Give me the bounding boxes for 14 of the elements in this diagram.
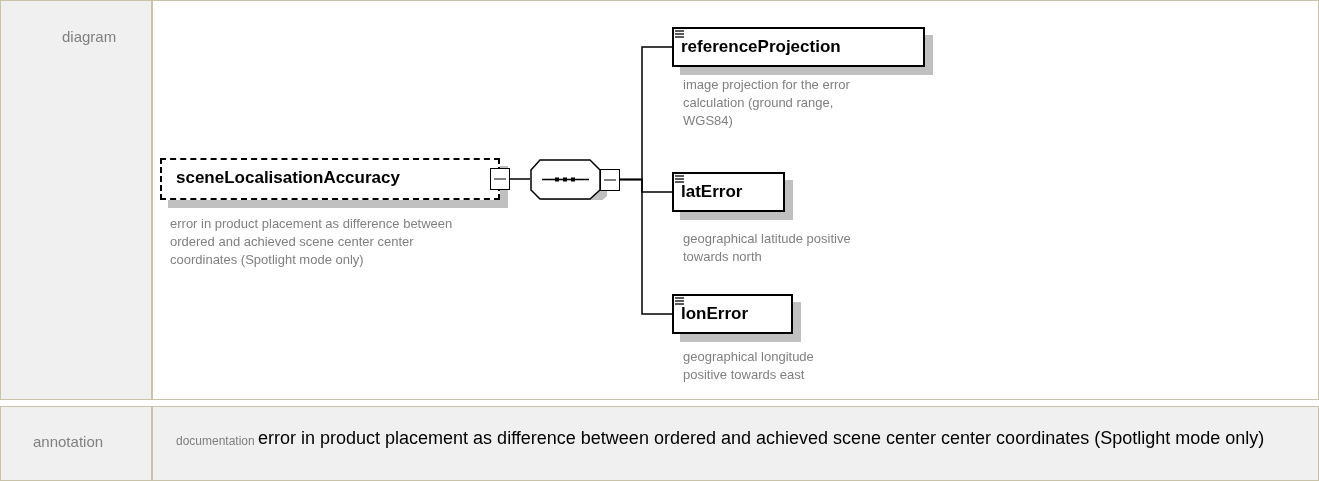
description-text: geographical latitude positive towards north xyxy=(683,230,852,266)
element-name: referenceProjection xyxy=(681,36,841,58)
connector-line xyxy=(619,178,673,315)
element-name: lonError xyxy=(681,303,749,325)
row-header: diagram xyxy=(62,27,117,47)
connector-line xyxy=(509,178,531,180)
element-name: sceneLocalisationAccuracy xyxy=(176,167,400,189)
description-text: geographical longitude positive towards east xyxy=(683,348,815,384)
description-text: image projection for the error calculation (ground range, WGS84) xyxy=(683,76,851,130)
element-name: latError xyxy=(681,181,743,203)
description-text: error in product placement as difference between ordered and achieved scene center center coordinates (Spotlight mode only) xyxy=(170,215,454,269)
annotation-text: error in product placement as difference between ordered and achieved scene center center coordinates (Spotlight mode only) xyxy=(258,428,1266,448)
annotation-key: documentation xyxy=(176,432,255,450)
row-header: annotation xyxy=(33,432,104,452)
